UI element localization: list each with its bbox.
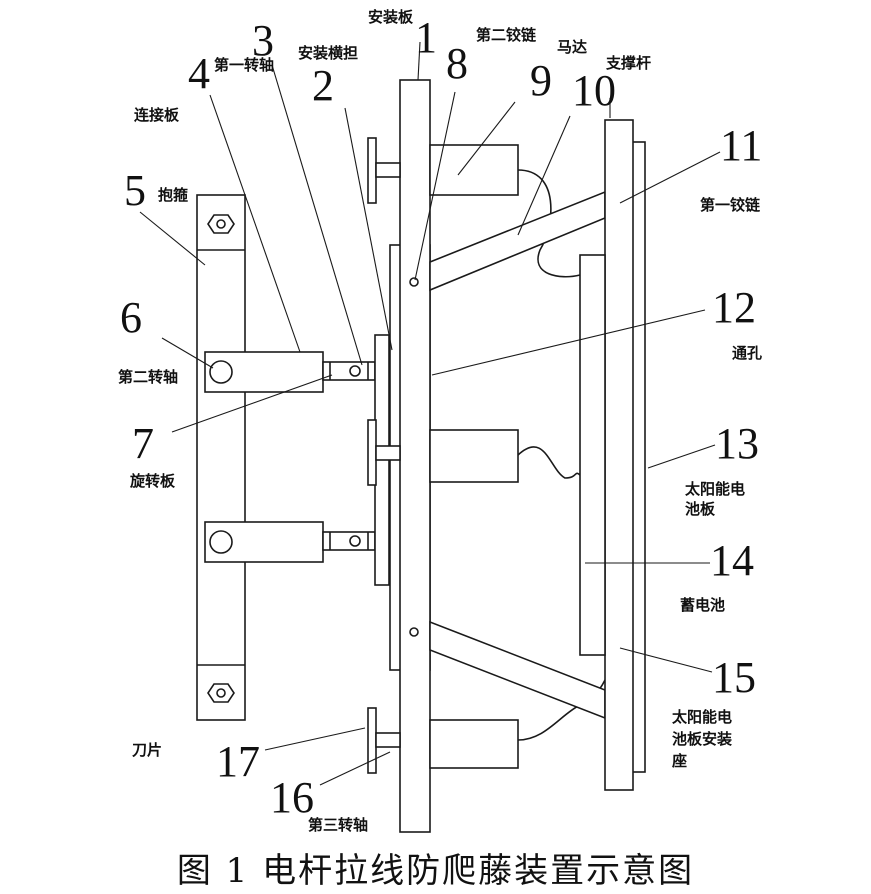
ref-2: 2 (312, 61, 334, 110)
ref-4: 4 (188, 49, 210, 98)
ref-9: 9 (530, 56, 552, 105)
ref-5: 5 (124, 166, 146, 215)
label-seat-3: 座 (671, 752, 687, 770)
second-shaft-upper (209, 360, 233, 384)
ref-3: 3 (252, 16, 274, 65)
label-first-shaft: 第一转轴 (214, 56, 274, 74)
hoop (196, 194, 246, 721)
blade-bottom (367, 707, 377, 774)
ref-12: 12 (712, 283, 756, 332)
figure-caption: 图 1 电杆拉线防爬藤装置示意图 (176, 851, 695, 891)
mount-plate (399, 79, 431, 833)
label-battery: 蓄电池 (680, 596, 725, 614)
label-first-hinge: 第一铰链 (700, 196, 761, 214)
blade-mid (367, 419, 377, 486)
label-hoop: 抱箍 (158, 186, 188, 204)
ref-1: 1 (415, 13, 437, 62)
label-seat-1: 太阳能电 (672, 708, 732, 726)
second-hinge-upper (409, 277, 419, 287)
label-second-shaft: 第二转轴 (118, 368, 178, 386)
ref-16: 16 (270, 773, 314, 822)
ref-13: 13 (715, 419, 759, 468)
label-third-shaft: 第三转轴 (308, 816, 368, 834)
blade-top (367, 137, 377, 204)
motor-mid (429, 429, 519, 483)
second-hinge-lower (409, 627, 419, 637)
label-support-rod: 支撑杆 (605, 54, 651, 72)
label-seat-2: 池板安装 (672, 730, 733, 748)
third-shaft-bottom (375, 732, 401, 748)
ref-6: 6 (120, 293, 142, 342)
label-rotary-plate: 旋转板 (129, 472, 176, 490)
wire-mid (517, 446, 581, 479)
label-connect-plate: 连接板 (134, 106, 180, 124)
ref-15: 15 (712, 653, 756, 702)
support-rod-lower (429, 620, 606, 720)
ref-14: 14 (710, 536, 754, 585)
ref-8: 8 (446, 39, 468, 88)
second-shaft-lower (209, 530, 233, 554)
motor-top (429, 144, 519, 196)
label-mount-crossarm: 安装横担 (298, 44, 358, 62)
connect-plate-lower (204, 521, 324, 563)
third-shaft-mid (375, 445, 401, 461)
ref-17: 17 (216, 737, 260, 786)
ref-10: 10 (572, 66, 616, 115)
hoop-bolt-top (207, 214, 235, 234)
label-solar-panel-2: 池板 (685, 500, 716, 518)
motor-bottom (429, 719, 519, 769)
third-shaft-top (375, 162, 401, 178)
hoop-bolt-bottom (207, 683, 235, 703)
label-blade: 刀片 (132, 741, 162, 759)
ref-7: 7 (132, 419, 154, 468)
label-through-hole: 通孔 (732, 344, 762, 362)
label-motor: 马达 (557, 38, 587, 56)
label-second-hinge: 第二铰链 (476, 26, 537, 44)
ref-11: 11 (720, 121, 762, 170)
solar-panel-seat (604, 119, 634, 791)
battery (579, 254, 606, 656)
label-mount-plate: 安装板 (368, 8, 414, 26)
connect-plate-upper (204, 351, 324, 393)
label-solar-panel-1: 太阳能电 (685, 480, 745, 498)
